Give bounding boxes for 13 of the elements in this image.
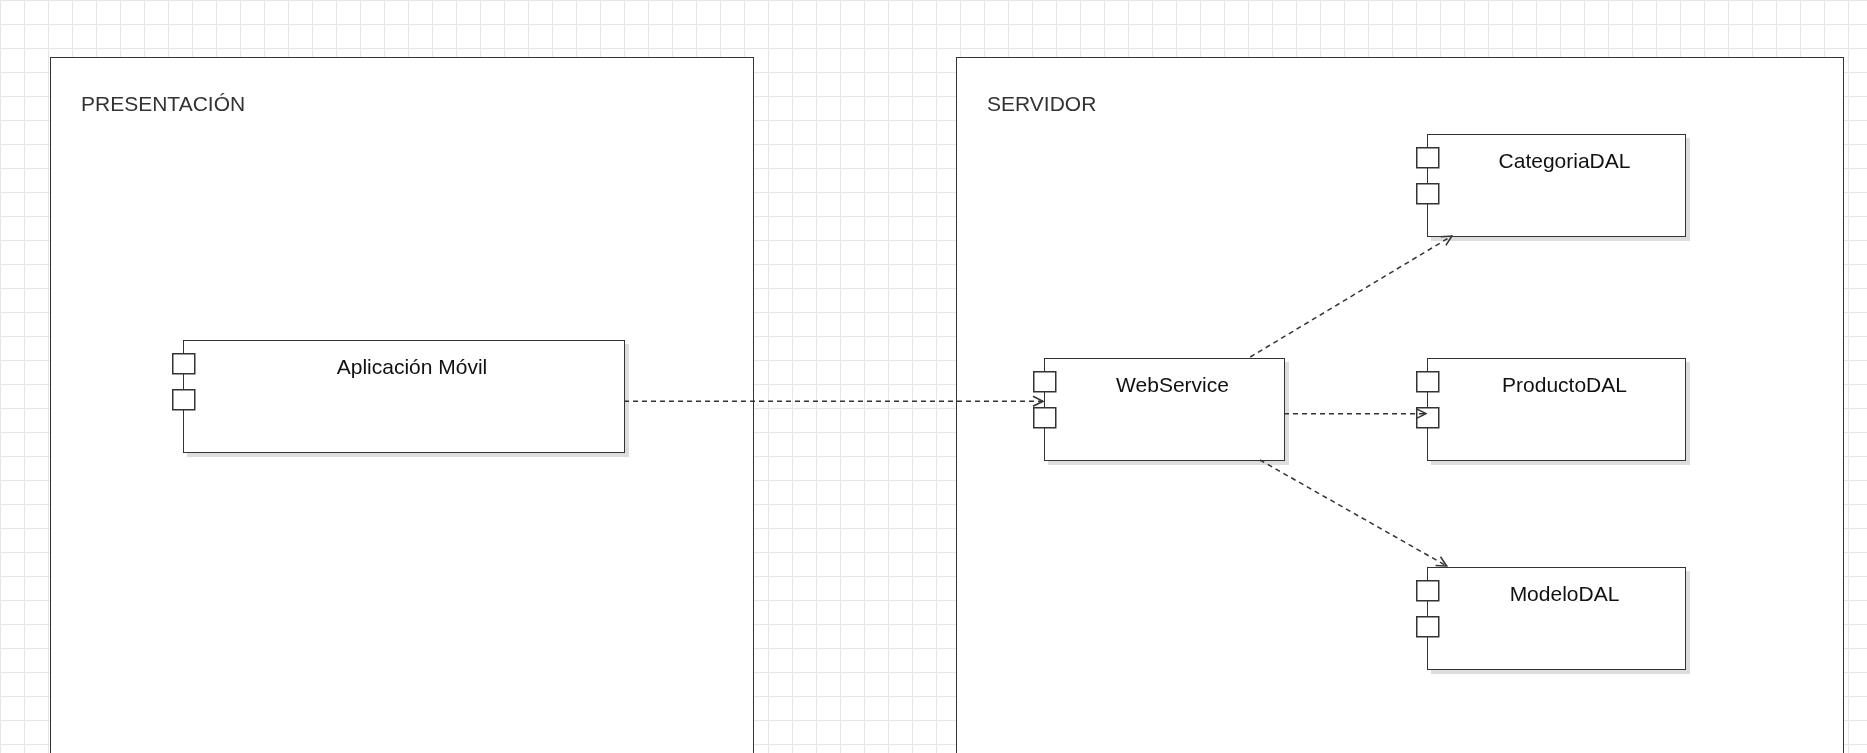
package-frame xyxy=(50,57,754,753)
frame-title: PRESENTACIÓN xyxy=(81,92,246,116)
frame-title: SERVIDOR xyxy=(987,92,1097,116)
component-name: WebService xyxy=(1115,373,1230,397)
dependency-arrow xyxy=(623,395,1044,408)
dependency-arrow xyxy=(1259,459,1448,567)
component-name: ModeloDAL xyxy=(1508,582,1621,606)
component-name: ProductoDAL xyxy=(1501,373,1628,397)
component-name: Aplicación Móvil xyxy=(335,355,489,379)
dependency-arrow xyxy=(1249,235,1453,358)
component-name: CategoriaDAL xyxy=(1497,149,1632,173)
package-frame xyxy=(956,57,1844,753)
dependency-arrow xyxy=(1283,407,1427,420)
